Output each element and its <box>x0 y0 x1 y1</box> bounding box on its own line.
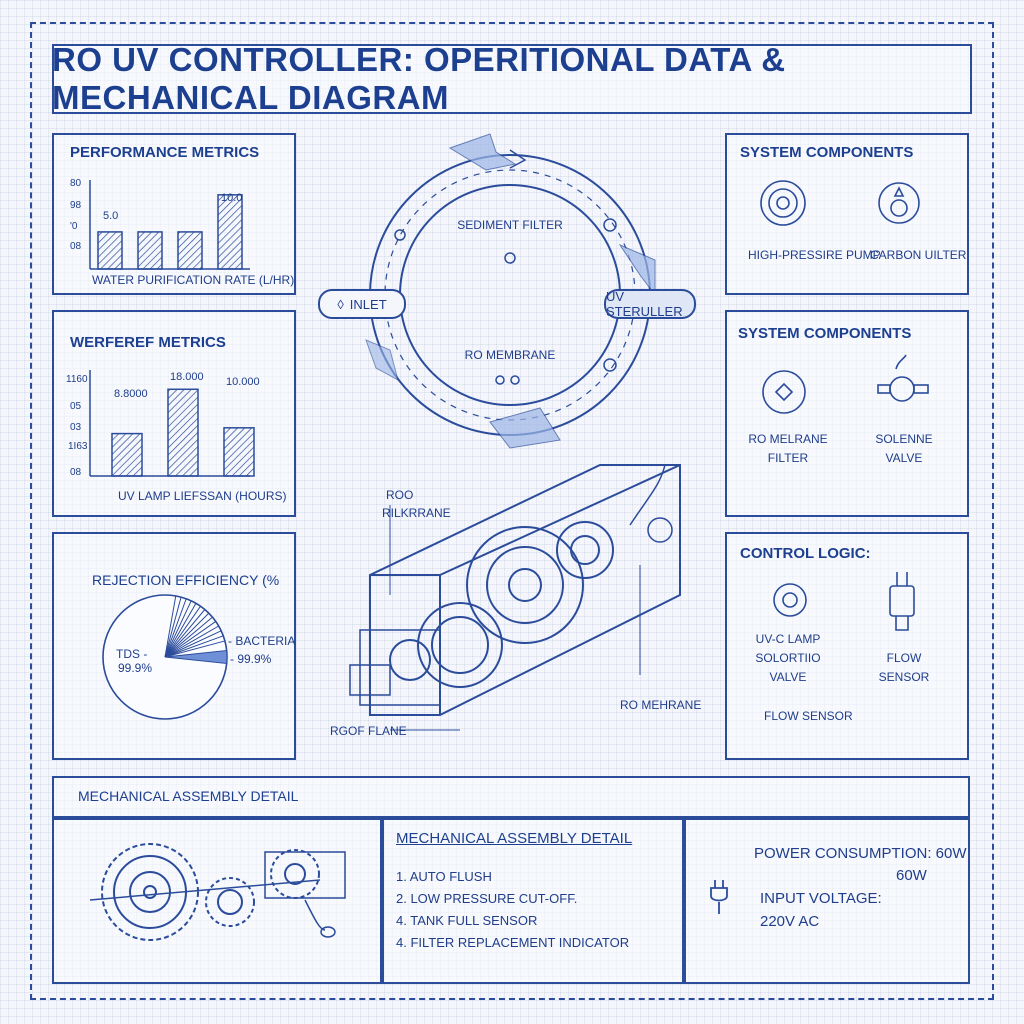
uv-lamp-icon <box>773 583 807 617</box>
power-consumption-value: 60W <box>896 867 927 884</box>
bar <box>223 427 255 477</box>
power-consumption-label: POWER CONSUMPTION: 60W <box>754 845 967 862</box>
assembly-header-title: MECHANICAL ASSEMBLY DETAIL <box>78 788 299 804</box>
y-tick: 1160 <box>66 374 88 385</box>
bar <box>111 432 143 477</box>
flow-label: FLOW <box>886 651 922 665</box>
rejection-efficiency-title: REJECTION EFFICIENCY (% <box>92 572 280 588</box>
y-tick: 98 <box>70 200 82 211</box>
pie-label-bacteria: - BACTERIA <box>228 634 296 648</box>
feature-low-pressure: 2. LOW PRESSURE CUT-OFF. <box>396 891 578 906</box>
solenoid-valve-label-2: VALVE <box>885 451 923 465</box>
flow-sensor-icon <box>889 572 915 631</box>
flow-sensor-label: FLOW SENSOR <box>764 709 853 723</box>
power-panel <box>684 818 970 984</box>
purification-bar-chart <box>89 180 250 270</box>
bar <box>137 231 163 270</box>
ro-membrane-filter-label-2: FILTER <box>767 451 809 465</box>
control-logic-title: CONTROL LOGIC: <box>740 545 871 562</box>
features-list: 1. AUTO FLUSH 2. LOW PRESSURE CUT-OFF. 4… <box>396 866 629 954</box>
ro-membrane-icon <box>762 370 806 414</box>
inlet-label: INLET <box>349 296 387 312</box>
features-panel <box>382 818 684 984</box>
pump-icon <box>760 180 806 226</box>
title-panel <box>52 44 972 114</box>
system-components-title-1: SYSTEM COMPONENTS <box>740 144 914 161</box>
y-tick: 05 <box>70 401 82 412</box>
bar <box>97 231 123 270</box>
system-components-title-2: SYSTEM COMPONENTS <box>738 325 912 342</box>
assembly-label-roo: ROO <box>386 488 414 502</box>
uv-sterilizer-label: UV STERULLER <box>606 289 683 319</box>
y-tick: 08 <box>70 241 82 252</box>
sediment-filter-label: SEDIMENT FILTER <box>457 218 563 232</box>
solenoid-valve-icon <box>877 354 929 402</box>
outer-frame <box>30 22 994 1000</box>
inlet-icon: ◊ <box>337 296 344 312</box>
carbon-filter-label: CARBON UILTER <box>870 248 967 262</box>
sensor-label: SENSOR <box>878 670 930 684</box>
pump-label: HIGH-PRESSIRE PUMP <box>748 248 881 262</box>
system-components-panel-2 <box>725 310 969 517</box>
plug-icon <box>710 880 728 914</box>
x-axis-label: WATER PURIFICATION RATE (L/HR) <box>92 273 295 287</box>
solortiio-label: SOLORTIIO <box>755 651 821 665</box>
y-tick: 08 <box>70 467 82 478</box>
features-title: MECHANICAL ASSEMBLY DETAIL <box>396 830 633 847</box>
performance-metrics-title: PERFORMANCE METRICS <box>70 144 260 161</box>
pie-value-tds: 99.9% <box>118 661 153 675</box>
assembly-header-panel <box>52 776 970 818</box>
control-logic-panel <box>725 532 969 760</box>
x-axis-label: UV LAMP LIEFSSAN (HOURS) <box>118 489 287 503</box>
bar-data-label: 10.000 <box>226 376 260 388</box>
rejection-pie-chart <box>102 594 228 720</box>
input-voltage-label: INPUT VOLTAGE: <box>760 890 882 907</box>
inlet-node[interactable]: ◊ INLET <box>318 289 406 319</box>
mechanical-assembly-drawing <box>349 464 681 731</box>
gear-detail-panel <box>52 818 382 984</box>
pie-label-tds: TDS - <box>116 647 148 661</box>
assembly-label-rgof-flane: RGOF FLANE <box>330 724 407 738</box>
bar <box>217 194 243 270</box>
assembly-label-ro-mehrane: RO MEHRANE <box>620 698 702 712</box>
system-components-panel-1 <box>725 133 969 295</box>
bar <box>167 388 199 477</box>
bar-data-label: 5.0 <box>103 210 119 222</box>
y-tick: '0 <box>70 221 78 232</box>
uv-c-lamp-label: UV-C LAMP <box>755 632 821 646</box>
feature-auto-flush: 1. AUTO FLUSH <box>396 869 492 884</box>
uv-sterilizer-node[interactable]: UV STERULLER <box>604 289 696 319</box>
y-tick: 1I63 <box>68 441 88 452</box>
bar <box>177 231 203 270</box>
pie-slice-bacteria <box>164 595 228 665</box>
bar-data-label: 18.000 <box>170 371 204 383</box>
assembly-label-rilkrrane: RILKRRANE <box>382 506 451 520</box>
feature-tank-full: 4. TANK FULL SENSOR <box>396 913 538 928</box>
ro-membrane-label: RO MEMBRANE <box>464 348 556 362</box>
pie-value-bacteria: - 99.9% <box>230 652 272 666</box>
y-tick: 80 <box>70 178 82 189</box>
y-tick: 03 <box>70 422 82 433</box>
werferef-metrics-title: WERFEREF METRICS <box>70 334 226 351</box>
performance-metrics-panel <box>52 133 296 295</box>
valve-label: VALVE <box>769 670 807 684</box>
input-voltage-value: 220V AC <box>760 913 820 930</box>
carbon-filter-icon <box>878 182 920 224</box>
bar-data-label: 8.8000 <box>114 388 148 400</box>
bar-data-label: 10.0 <box>221 192 243 204</box>
solenoid-valve-label-1: SOLENNE <box>875 432 933 446</box>
feature-filter-replacement: 4. FILTER REPLACEMENT INDICATOR <box>396 935 630 950</box>
ro-membrane-filter-label-1: RO MELRANE <box>748 432 828 446</box>
lamp-life-bar-chart <box>89 370 255 477</box>
page-title: RO UV CONTROLLER: OPERITIONAL DATA & MEC… <box>52 41 786 116</box>
gear-train-drawing <box>89 843 346 941</box>
